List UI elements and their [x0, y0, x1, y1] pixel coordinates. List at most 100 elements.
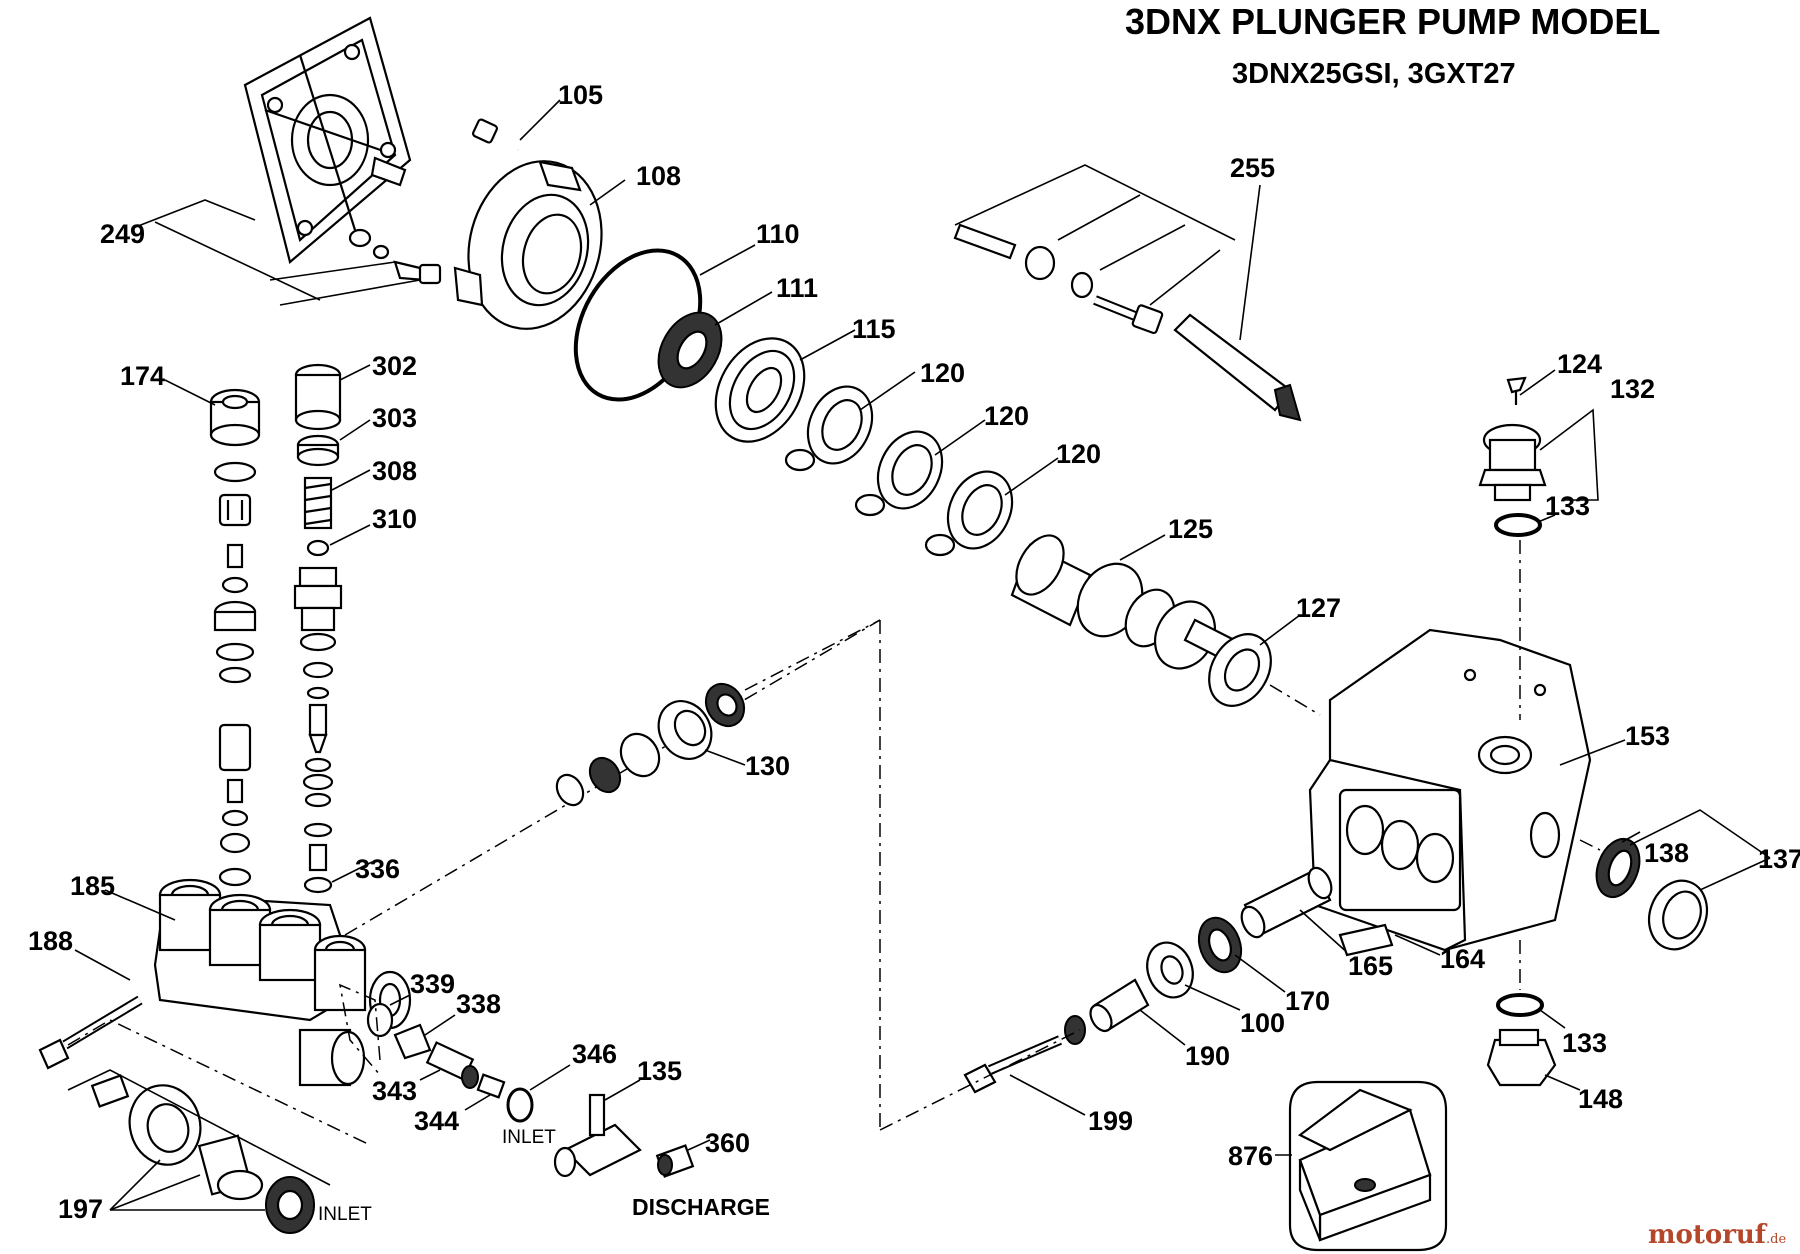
callout-115: 115: [852, 314, 896, 344]
stem-right: [308, 843, 328, 872]
part-137-side-cap: [1647, 879, 1709, 951]
part-197-inlet-barb: [197, 1134, 264, 1201]
callout-164: 164: [1440, 944, 1485, 974]
washer-right-3: [304, 792, 332, 808]
unloader-piston: [308, 703, 328, 754]
part-346-o-ring: [506, 1087, 534, 1123]
callout-165: 165: [1348, 951, 1393, 981]
o-ring-right-1: [299, 632, 337, 652]
washer-right-1: [304, 757, 332, 773]
part-197-inlet-spring: [90, 1074, 130, 1108]
part-164-pin: [1338, 923, 1394, 957]
callout-170: 170: [1285, 986, 1330, 1016]
part-130-packing-set: [555, 682, 746, 807]
part-197-inlet-nut: [128, 1084, 202, 1166]
o-ring-left-1: [213, 461, 257, 483]
part-132-dipstick-cap: [1478, 423, 1547, 502]
callout-125: 125: [1168, 514, 1213, 544]
o-ring-right-3: [306, 686, 330, 700]
part-111-oil-seal: [657, 311, 723, 389]
part-255-lock-washer: [1070, 271, 1094, 299]
callout-360: 360: [705, 1128, 750, 1158]
callout-108: 108: [636, 161, 681, 191]
valve-seat-left-4: [219, 832, 251, 854]
callout-190: 190: [1185, 1041, 1230, 1071]
callout-199: 199: [1088, 1106, 1133, 1136]
callout-336: 336: [355, 854, 400, 884]
part-153-crankcase: [1308, 628, 1592, 952]
callout-302: 302: [372, 351, 417, 381]
part-133-o-ring-top: [1494, 513, 1542, 537]
o-ring-left-4: [218, 867, 252, 887]
callout-105: 105: [558, 80, 603, 110]
callout-133-top: 133: [1545, 491, 1590, 521]
diagram-title: 3DNX PLUNGER PUMP MODEL: [1125, 1, 1660, 42]
callout-133-bottom: 133: [1562, 1028, 1607, 1058]
callout-100: 100: [1240, 1008, 1285, 1038]
label-inlet-left: INLET: [318, 1204, 372, 1225]
callout-343: 343: [372, 1076, 417, 1106]
callout-124: 124: [1557, 349, 1602, 379]
valve-spring-left-1: [226, 543, 244, 569]
callout-346: 346: [572, 1039, 617, 1069]
o-ring-right-2: [302, 661, 334, 679]
part-876-repair-kit-box: [1288, 1080, 1448, 1252]
part-138-o-ring-side: [1595, 837, 1641, 899]
callout-148: 148: [1578, 1084, 1623, 1114]
o-ring-left-3: [218, 666, 252, 684]
part-303-nut: [296, 434, 340, 467]
part-165-plunger-guide: [1240, 866, 1333, 939]
part-343-check-valve: [425, 1041, 479, 1089]
part-133-o-ring-bottom: [1496, 993, 1544, 1017]
callout-308: 308: [372, 456, 417, 486]
callout-138: 138: [1644, 838, 1689, 868]
valve-cage-left: [218, 493, 252, 527]
part-188-bolt: [38, 995, 143, 1070]
callout-303: 303: [372, 403, 417, 433]
callout-338: 338: [456, 989, 501, 1019]
part-339-o-ring: [366, 1002, 394, 1038]
part-344-spring: [476, 1073, 506, 1099]
part-185-manifold: [153, 878, 412, 1087]
part-105-bolt: [472, 118, 519, 152]
callout-120-c: 120: [1056, 439, 1101, 469]
valve-spring-left-2: [226, 778, 244, 804]
part-310-ball: [306, 539, 330, 557]
callout-130: 130: [745, 751, 790, 781]
part-120-connecting-rod-2: [854, 430, 944, 517]
callout-153: 153: [1625, 721, 1670, 751]
valve-seat-left-2: [213, 600, 257, 632]
washer-right-2: [302, 773, 334, 791]
callout-132: 132: [1610, 374, 1655, 404]
part-255-shaft-key: [953, 223, 1017, 260]
part-120-connecting-rod-1: [784, 385, 874, 472]
part-255-bolt: [1093, 295, 1164, 335]
callout-249: 249: [100, 219, 145, 249]
part-249-flange-plate: [243, 16, 412, 264]
valve-cage-left-2: [218, 723, 252, 772]
callout-339: 339: [410, 969, 455, 999]
part-255-washer: [1024, 245, 1056, 281]
part-135-tee-fitting: [553, 1093, 642, 1178]
part-302-nut-cap: [294, 363, 342, 431]
callout-137: 137: [1758, 844, 1800, 874]
o-ring-left-2: [215, 642, 255, 662]
valve-seat-left-3: [221, 809, 249, 827]
callout-174: 174: [120, 361, 165, 391]
callout-135: 135: [637, 1056, 682, 1086]
part-100-retainer: [1146, 941, 1194, 999]
part-197-inlet-filter: [265, 1176, 315, 1234]
callout-120-b: 120: [984, 401, 1029, 431]
part-336-seal: [303, 876, 333, 894]
watermark: motoruf.de: [1648, 1220, 1786, 1250]
part-124-plug: [1506, 376, 1527, 405]
label-inlet-mid: INLET: [502, 1127, 556, 1148]
callout-310: 310: [372, 504, 417, 534]
part-174-valve-cap: [209, 388, 261, 447]
callout-120-a: 120: [920, 358, 965, 388]
callout-110: 110: [756, 219, 800, 249]
callout-111: 111: [776, 273, 818, 303]
callout-197: 197: [58, 1194, 103, 1224]
part-120-connecting-rod-3: [924, 470, 1014, 557]
part-108-bearing-cover: [453, 160, 603, 330]
